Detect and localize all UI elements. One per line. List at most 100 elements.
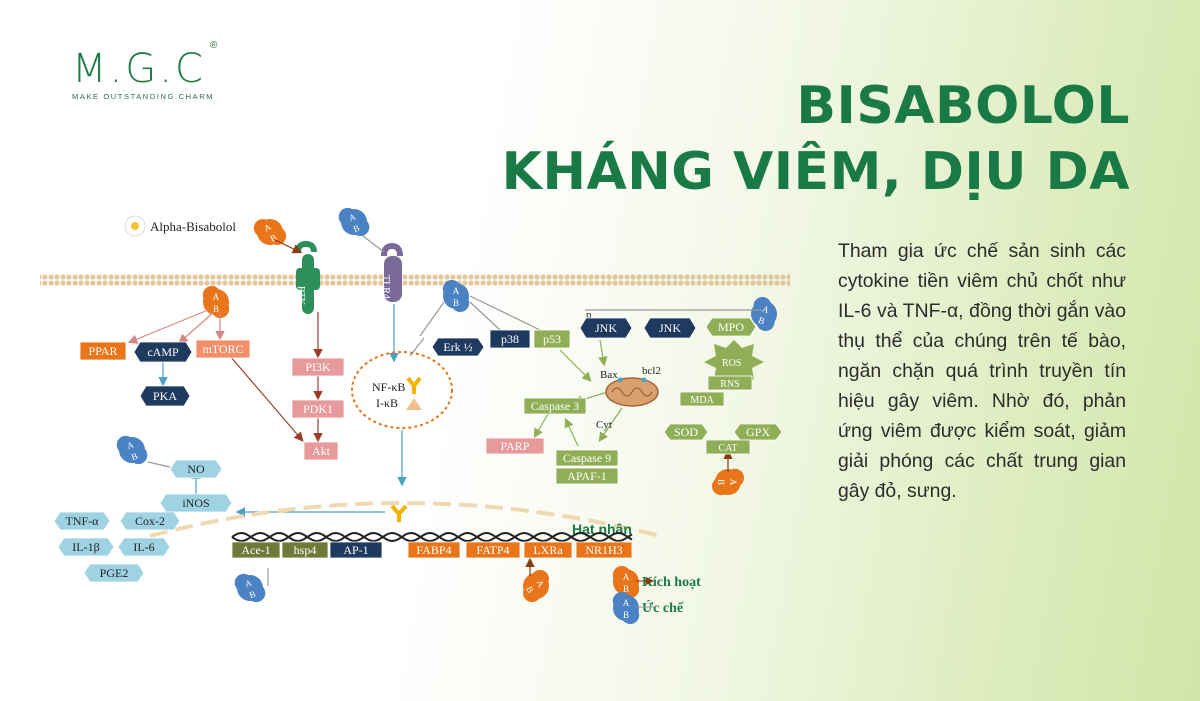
node-fabp4-shape bbox=[407, 541, 461, 559]
node-tnfa-label: TNF-α bbox=[66, 514, 100, 528]
node-akt-shape bbox=[303, 441, 339, 461]
legend-inhibit-badge: AB bbox=[612, 592, 640, 624]
badge-ace1-inhibitor-body bbox=[237, 575, 263, 601]
page-title-line-1: BISABOLOL bbox=[796, 76, 1130, 136]
tlr4-inhibit-line bbox=[362, 235, 385, 253]
arrow-to-parp bbox=[533, 413, 549, 439]
node-caspase9-label: Caspase 9 bbox=[563, 451, 611, 465]
node-nr1h3-shape bbox=[575, 541, 633, 559]
node-pka-label: PKA bbox=[153, 389, 177, 403]
nfkb-nuclear-icon bbox=[390, 504, 408, 522]
legend-inhibit-badge-body bbox=[613, 595, 639, 621]
p53-inhibit-line bbox=[469, 295, 541, 331]
badge-lxr-activator-letter: A bbox=[534, 578, 546, 589]
node-p38-label: p38 bbox=[501, 332, 519, 346]
node-p38-shape bbox=[489, 329, 531, 349]
ikb-label: I-κB bbox=[376, 396, 398, 410]
node-lxra-shape bbox=[523, 541, 573, 559]
node-caspase9: Caspase 9 bbox=[555, 449, 619, 467]
node-il6-label: IL-6 bbox=[133, 540, 154, 554]
badge-rtk-activator: AB bbox=[253, 219, 287, 245]
node-cat-label: CAT bbox=[719, 443, 738, 454]
node-caspase3-label: Caspase 3 bbox=[531, 399, 579, 413]
node-gpx-label: GPX bbox=[746, 425, 770, 439]
node-apaf1-shape bbox=[555, 467, 619, 485]
node-mpo-label: MPO bbox=[718, 320, 744, 334]
node-pge2-label: PGE2 bbox=[100, 566, 129, 580]
legend-inhibit-badge-letter: A bbox=[623, 598, 630, 608]
node-cox2: Cox-2 bbox=[119, 511, 181, 531]
badge-no-inhibitor-body bbox=[119, 437, 145, 463]
badge-ace1-inhibitor-letter: B bbox=[248, 589, 257, 600]
node-caspase3: Caspase 3 bbox=[523, 397, 587, 415]
brand-logo: M.G.C bbox=[72, 46, 206, 92]
badge-mapk-inhibitor-letter: B bbox=[453, 298, 459, 308]
description-paragraph: Tham gia ức chế sản sinh các cytokine ti… bbox=[838, 240, 1126, 502]
mitochondrion-icon bbox=[605, 377, 659, 407]
node-apaf1-label: APAF-1 bbox=[567, 469, 607, 483]
nfkb-icon bbox=[406, 376, 422, 394]
node-pi3k: PI3K bbox=[291, 357, 345, 377]
badge-lxr-activator-body bbox=[523, 573, 549, 599]
badge-ppar-activator-letter: A bbox=[213, 292, 220, 302]
node-jnk2-shape bbox=[643, 317, 697, 339]
node-jnk1-shape bbox=[579, 317, 633, 339]
node-sod: SOD bbox=[663, 423, 709, 441]
node-cat: CAT bbox=[705, 439, 751, 455]
arrow-to-camp bbox=[178, 311, 215, 344]
legend-inhibit-badge-letter: B bbox=[623, 610, 629, 620]
compound-label: Alpha-Bisabolol bbox=[150, 219, 236, 234]
p38-inhibit-line bbox=[469, 301, 501, 331]
badge-mpo-inhibitor-body bbox=[751, 301, 777, 327]
node-ppar: PPAR bbox=[79, 341, 127, 361]
badge-rtk-activator-letter: A bbox=[262, 221, 273, 233]
badge-no-inhibitor-letter: A bbox=[126, 439, 136, 451]
nuclear-membrane bbox=[149, 501, 661, 538]
node-caspase3-shape bbox=[523, 397, 587, 415]
node-sod-shape bbox=[663, 423, 709, 441]
node-akt-label: Akt bbox=[312, 444, 331, 458]
node-ap1-label: AP-1 bbox=[343, 543, 368, 557]
node-cat-shape bbox=[705, 439, 751, 455]
node-pge2-shape bbox=[83, 563, 145, 583]
node-nr1h3-label: NR1H3 bbox=[585, 543, 622, 557]
badge-no-inhibitor: AB bbox=[116, 435, 148, 465]
badge-rtk-activator-body bbox=[257, 219, 283, 245]
node-mda-shape bbox=[679, 391, 725, 407]
rtk-label: RTK bbox=[295, 286, 306, 306]
badge-rtk-activator-letter: B bbox=[268, 232, 278, 244]
badge-tlr4-inhibitor-letter: A bbox=[348, 211, 358, 223]
node-ap1: AP-1 bbox=[329, 541, 383, 559]
node-pi3k-label: PI3K bbox=[305, 360, 331, 374]
node-mpo-shape bbox=[705, 317, 757, 337]
node-lxra-label: LXRa bbox=[533, 543, 563, 557]
dna-strand bbox=[231, 531, 633, 543]
badge-lxr-activator: AB bbox=[523, 569, 549, 603]
badge-cat-activator: AB bbox=[712, 468, 744, 496]
node-hsp4: hsp4 bbox=[281, 541, 329, 559]
no-inhibit-line bbox=[147, 461, 171, 468]
node-inos-shape bbox=[159, 493, 233, 513]
bax-label: Bax bbox=[600, 369, 618, 381]
node-p53: p53 bbox=[533, 329, 571, 349]
node-caspase9-shape bbox=[555, 449, 619, 467]
badge-ppar-activator-letter: B bbox=[213, 304, 219, 314]
node-mtorc-shape bbox=[195, 339, 251, 359]
node-jnk2: JNK bbox=[643, 317, 697, 339]
registered-mark: ® bbox=[210, 40, 218, 51]
badge-tlr4-inhibitor-letter: B bbox=[352, 223, 361, 234]
arrow-caspase9-caspase3 bbox=[564, 417, 579, 447]
node-mtorc: mTORC bbox=[195, 339, 251, 359]
node-ace1-label: Ace-1 bbox=[241, 543, 270, 557]
node-ace1: Ace-1 bbox=[231, 541, 281, 559]
node-ap1-shape bbox=[329, 541, 383, 559]
arrow-to-bax bbox=[598, 339, 608, 367]
badge-mpo-inhibitor-letter: B bbox=[757, 315, 766, 326]
node-mpo: MPO bbox=[705, 317, 757, 337]
ikb-icon bbox=[406, 398, 422, 410]
badge-cat-activator-letter: B bbox=[716, 479, 726, 485]
nfkb-label: NF-κB bbox=[372, 380, 405, 394]
node-mda-label: MDA bbox=[690, 395, 714, 406]
node-apaf1: APAF-1 bbox=[555, 467, 619, 485]
legend-activate-badge-body bbox=[613, 569, 639, 595]
